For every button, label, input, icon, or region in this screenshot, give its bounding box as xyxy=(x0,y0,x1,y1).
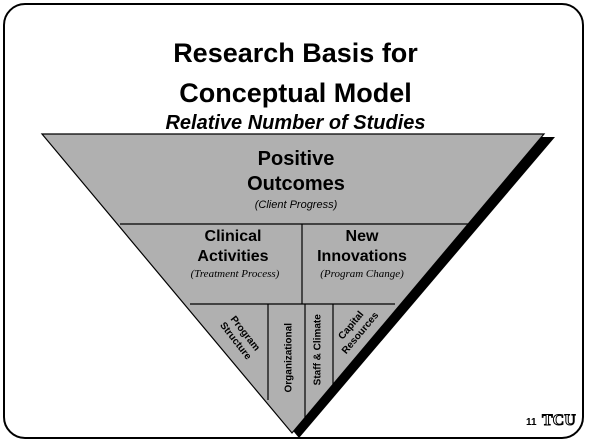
organizational-label: Organizational xyxy=(283,323,295,393)
triangle-body xyxy=(40,133,546,434)
outcomes-label: Outcomes xyxy=(247,173,345,195)
staff-climate-label: Staff & Climate xyxy=(312,314,324,386)
activities-label: Activities xyxy=(197,248,269,265)
slide-frame xyxy=(3,3,584,439)
program-change-note: (Program Change) xyxy=(320,268,404,280)
treatment-process-note: (Treatment Process) xyxy=(190,268,280,280)
page-number: 11 xyxy=(526,417,537,428)
new-label: New xyxy=(345,228,379,245)
clinical-label: Clinical xyxy=(204,228,262,245)
title-line-1: Research Basis for xyxy=(173,38,418,68)
title-line-2: Conceptual Model xyxy=(179,78,412,108)
innovations-label: Innovations xyxy=(317,248,407,265)
positive-label: Positive xyxy=(257,148,335,170)
subtitle: Relative Number of Studies xyxy=(165,112,426,134)
tcu-logo: TCU xyxy=(542,412,577,430)
client-progress-note: (Client Progress) xyxy=(254,199,338,211)
